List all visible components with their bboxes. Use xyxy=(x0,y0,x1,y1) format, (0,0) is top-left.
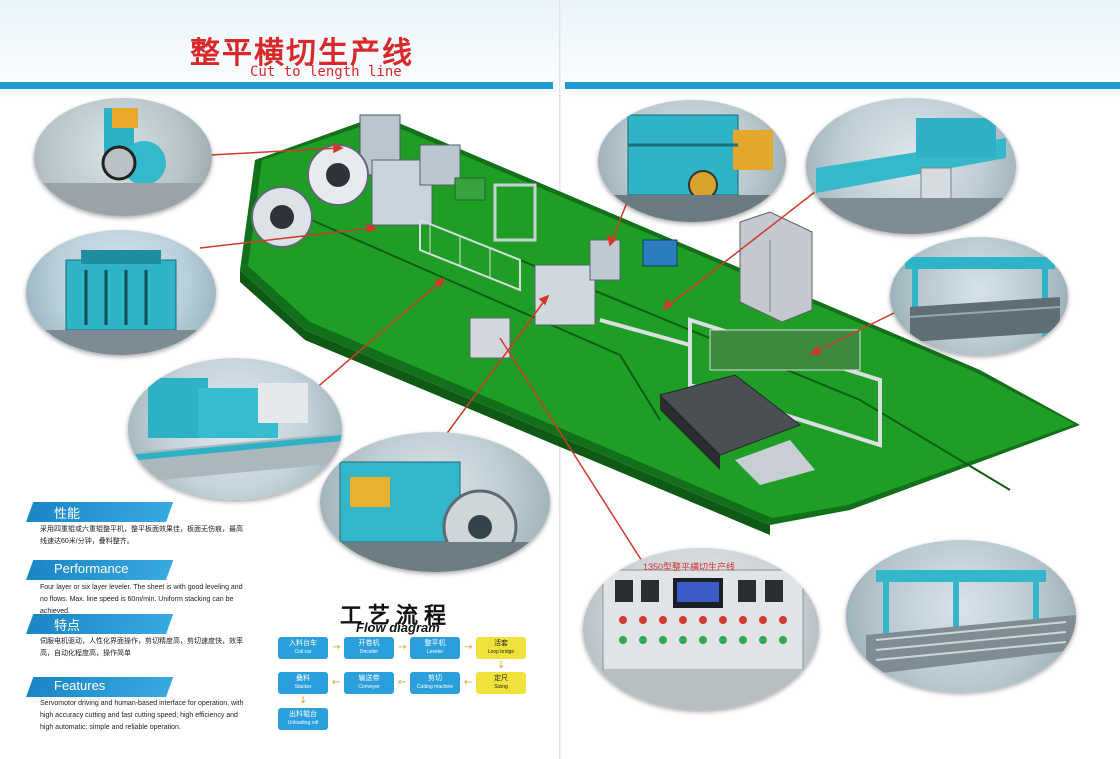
loop-bridge xyxy=(419,183,537,292)
photo-leveler xyxy=(26,230,216,355)
control-panel-label: 1350型整平横切生产线 xyxy=(643,562,736,572)
section-header-performance-en: Performance xyxy=(26,560,174,580)
section-text-performance-cn: 采用四重辊或六重辊整平机，整平板面效果佳，板面无伤痕，最高线速达60米/分钟，叠… xyxy=(40,526,243,545)
photo-control-panel: 1350型整平横切生产线 xyxy=(583,548,819,710)
green-platform xyxy=(240,115,1080,535)
section-header-features-cn: 特点 xyxy=(26,614,174,634)
left-header-band xyxy=(0,82,553,89)
flow-title: 工艺流程 xyxy=(340,604,453,629)
section-text-performance-en: Four layer or six layer leveler. The she… xyxy=(40,584,243,615)
flow-arrow: ↓ xyxy=(299,695,308,706)
page-subtitle: Cut to length line xyxy=(250,64,402,80)
photo-line-overview xyxy=(806,98,1016,234)
hydraulic-station xyxy=(642,239,678,267)
section-text-features-en: Servomotor driving and human-based inter… xyxy=(40,700,244,731)
section-header-performance-cn: 性能 xyxy=(26,502,174,522)
photo-shear xyxy=(598,100,786,222)
photo-decoiler xyxy=(34,98,212,216)
leveler-machine xyxy=(371,144,486,226)
flow-arrow: ← xyxy=(332,677,341,688)
decoiler-machine xyxy=(251,114,401,248)
conveyer-stacker xyxy=(599,317,882,485)
section-header-features-en: Features xyxy=(26,677,174,697)
right-header-band xyxy=(565,82,1120,89)
flow-arrow: ← xyxy=(398,677,407,688)
photo-stacker xyxy=(890,237,1068,355)
section-text-features-cn: 伺服电机驱动，人性化界面操作，剪切精度高，剪切速度快，效率高，自动化程度高，操作… xyxy=(40,638,243,657)
photo-unloading-table xyxy=(846,540,1076,692)
flow-arrow: → xyxy=(398,642,407,653)
flow-arrow: ↓ xyxy=(497,660,506,671)
photo-cutting-machine xyxy=(320,432,550,572)
flow-arrow: → xyxy=(332,642,341,653)
control-desk xyxy=(469,317,511,359)
page-title: 整平横切生产线 xyxy=(190,36,414,71)
flow-arrow: → xyxy=(464,642,473,653)
electric-cabinet xyxy=(739,211,813,323)
flow-subtitle: Flow diagram xyxy=(356,620,440,635)
photo-loop-bridge xyxy=(128,358,342,500)
cutting-machine xyxy=(534,239,621,326)
flow-arrow: ← xyxy=(464,677,473,688)
